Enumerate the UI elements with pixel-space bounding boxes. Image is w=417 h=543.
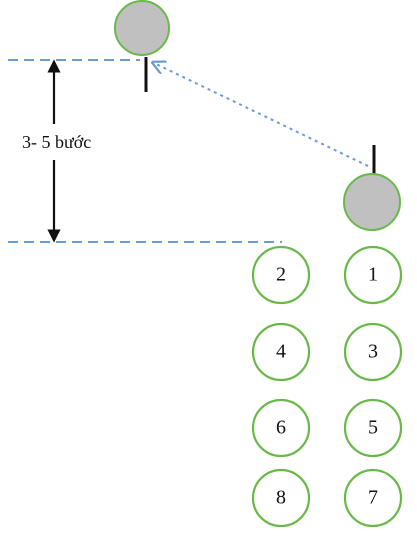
pass-arrow (154, 63, 369, 167)
right-player-circle (343, 173, 401, 231)
position-3: 3 (343, 322, 403, 382)
position-1-label: 1 (368, 264, 378, 286)
position-6: 6 (251, 398, 311, 458)
position-2-label: 2 (276, 264, 286, 286)
position-5: 5 (343, 398, 403, 458)
distance-label: 3- 5 bước (22, 132, 91, 152)
position-1: 1 (343, 245, 403, 305)
position-8-label: 8 (276, 487, 286, 509)
position-2: 2 (251, 245, 311, 305)
position-7-label: 7 (368, 487, 378, 509)
position-7: 7 (343, 468, 403, 528)
position-4: 4 (251, 322, 311, 382)
position-3-label: 3 (368, 341, 378, 363)
position-6-label: 6 (276, 417, 286, 439)
top-player-circle (114, 0, 170, 56)
position-5-label: 5 (368, 417, 378, 439)
position-8: 8 (251, 468, 311, 528)
position-4-label: 4 (276, 341, 286, 363)
